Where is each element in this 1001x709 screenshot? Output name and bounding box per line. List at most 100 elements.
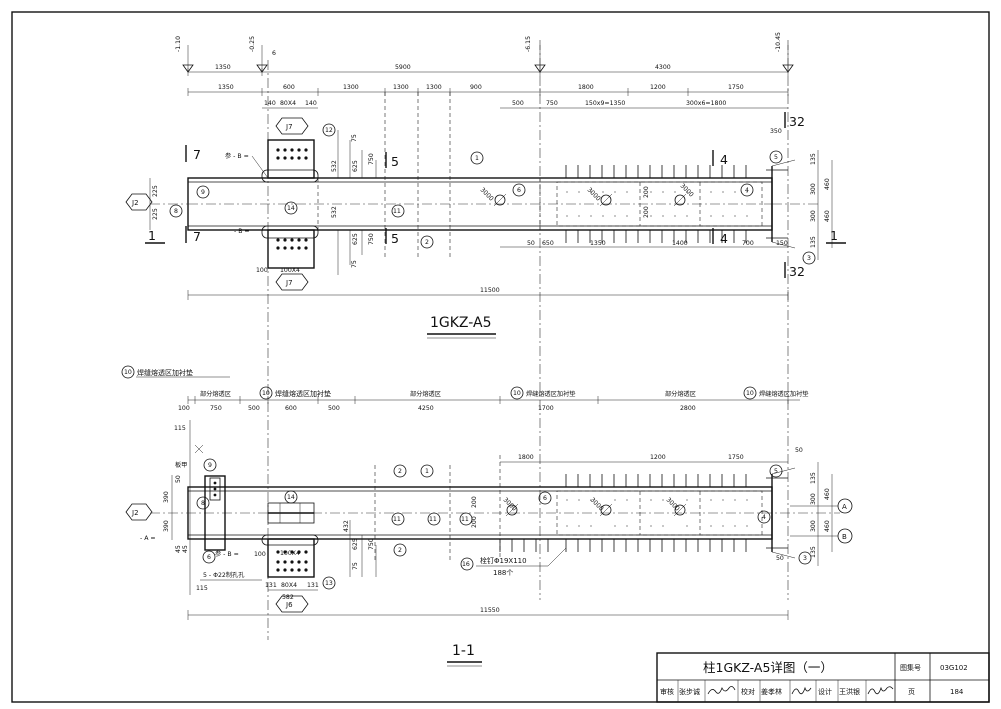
elevation-markers: -1.10 -0.25 6 -6.15 -10.45	[175, 32, 794, 73]
dim-label: 300	[810, 183, 817, 195]
callout-number: 8	[201, 500, 205, 507]
dim-label: 50	[795, 447, 803, 454]
dim-label: 115	[196, 585, 208, 592]
dim-label: 4300	[655, 64, 671, 71]
design-signature	[867, 686, 894, 695]
zone-label: 焊缝熔透区加衬垫	[526, 390, 576, 398]
callout-number: 11	[393, 208, 401, 215]
dim-label: 150x9=1350	[585, 100, 625, 107]
title-block: 柱1GKZ-A5详图（一） 图集号 03G102 审核 张步诚 校对 姜孝林 设…	[656, 652, 990, 703]
dim-label: 100	[178, 405, 190, 412]
section-end-plate	[766, 467, 796, 559]
dim-label: 390	[163, 520, 170, 532]
dim-label: 80X4	[280, 100, 296, 107]
dim-label: 135	[810, 546, 817, 558]
callout-number: 9	[201, 189, 205, 196]
section-dims: 1800 1200 1750	[500, 454, 788, 463]
callout-number: 10	[746, 390, 754, 397]
axis-note: - A =	[140, 535, 156, 542]
dim-label: 1800	[518, 454, 534, 461]
dim-label: 750	[368, 233, 375, 245]
hole-note: 5 - Φ22制孔孔	[203, 571, 244, 579]
dimension-row-3: 140 80X4 140 500 750 150x9=1350 300x6=18…	[262, 100, 788, 135]
weld-note: 参 - B =	[215, 550, 239, 558]
review-signature	[707, 686, 736, 695]
callout-number: 4	[762, 514, 766, 521]
dim-label: 225	[152, 208, 159, 220]
section-marks: 7 7 5 5 4 4 1 1 3 3 2 2	[145, 112, 846, 279]
section-callouts: 9 8 6 14 2 1 2 11 11 11 6 5 4 3 13	[196, 458, 812, 590]
dim-label: 140	[305, 100, 317, 107]
callout-number: 10	[513, 390, 521, 397]
dim-label: 5900	[395, 64, 411, 71]
elevation-label: -0.25	[249, 36, 256, 52]
dim-label: 100	[254, 551, 266, 558]
dim-label: 50	[175, 475, 182, 483]
section-mark: 7	[193, 229, 201, 244]
left-vertical-dims: 115 115 板甲 390 390 50 45 45	[163, 420, 208, 595]
dim-label: 460	[824, 488, 831, 500]
joint-tag-label: J2	[131, 509, 139, 517]
section-title: 1-1	[452, 643, 475, 659]
dim-label: 582	[282, 594, 294, 601]
section-mark: 5	[391, 231, 399, 246]
dim-label: 1400	[672, 240, 688, 247]
section-studs	[499, 474, 748, 552]
section-mark: 2	[797, 114, 805, 129]
dim-label: 500	[328, 405, 340, 412]
callout-number: 5	[774, 468, 778, 475]
dim-label: 100	[256, 267, 268, 274]
dim-label: 300x6=1800	[686, 100, 726, 107]
review-name: 张步诚	[679, 687, 700, 696]
stud-spec: 栓钉Φ19X110	[480, 556, 527, 565]
dim-label: 135	[810, 236, 817, 248]
callout-number: 8	[174, 208, 178, 215]
callout-number: 3	[803, 555, 807, 562]
dim-label: 200	[471, 516, 478, 528]
check-signature	[791, 686, 812, 695]
dim-label: 50	[527, 240, 535, 247]
callout-number: 1	[425, 468, 429, 475]
dim-label: 460	[824, 178, 831, 190]
callout-number: 2	[425, 239, 429, 246]
joint-tags: J2 J7 J7	[125, 117, 309, 291]
callout-number: 10	[262, 390, 270, 397]
drawing-title: 柱1GKZ-A5详图（一）	[703, 660, 833, 675]
weld-note: 参 - B =	[225, 152, 249, 160]
axis-label: A	[842, 503, 847, 511]
right-dimensions: 135 300 300 135 460 460	[810, 150, 833, 260]
dim-label: 600	[285, 405, 297, 412]
dim-label: 600	[283, 84, 295, 91]
callout-number: 11	[429, 516, 437, 523]
dim-label: 750	[368, 153, 375, 165]
plate-vertical-dims: 75 532 625 750 532 625 750 75	[331, 130, 377, 275]
dim-label: 200	[471, 496, 478, 508]
dimension-row-1: 1350 5900 4300	[187, 64, 789, 76]
dim-label: 135	[810, 153, 817, 165]
review-label: 审核	[660, 687, 674, 696]
zone-label: 部分熔透区	[665, 390, 696, 398]
section-mark: 3	[789, 264, 797, 279]
dim-label: 140	[264, 100, 276, 107]
dim-label: 131	[307, 582, 319, 589]
total-length: 11550	[480, 607, 500, 614]
sheet-border	[11, 11, 990, 703]
section-mark: 1	[830, 228, 838, 243]
section-mark: 5	[391, 154, 399, 169]
dim-label: 100X4	[280, 550, 300, 557]
callout-number: 4	[745, 187, 749, 194]
joint-tag-label: J2	[131, 199, 139, 207]
atlas-label: 图集号	[900, 663, 921, 672]
dim-label: 500	[248, 405, 260, 412]
dim-label: 750	[210, 405, 222, 412]
dim-label: 300	[810, 210, 817, 222]
elevation-label: -6.15	[525, 36, 532, 52]
callout-number: 12	[325, 127, 333, 134]
callout-number: 16	[462, 561, 470, 568]
dim-label: 1750	[728, 84, 744, 91]
callouts: 1 2 3 4 5 6 8 9 11 12 14	[169, 123, 816, 265]
dim-label: 131	[265, 582, 277, 589]
dim-label: 50	[776, 555, 784, 562]
dim-label: 750	[546, 100, 558, 107]
